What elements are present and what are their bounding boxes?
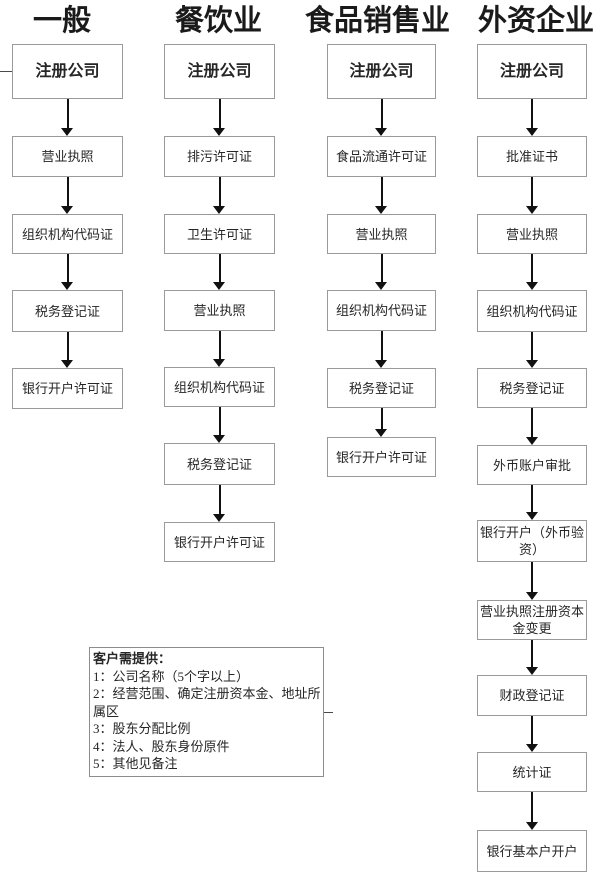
flow-arrow-line [531, 254, 533, 283]
flow-arrow-line [218, 407, 221, 436]
flow-box: 税务登记证 [12, 290, 123, 332]
flow-arrow-line [531, 640, 533, 668]
flow-arrow-line [531, 792, 533, 823]
flow-arrow-line [218, 331, 221, 360]
arrow-down-icon [213, 206, 225, 214]
arrow-down-icon [61, 282, 73, 290]
connector-stub-note [324, 712, 333, 713]
flow-box: 注册公司 [164, 44, 275, 99]
flow-box: 银行开户（外币验资） [477, 520, 587, 562]
arrow-down-icon [525, 667, 538, 675]
flow-box: 统计证 [477, 752, 587, 792]
flow-arrow-line [218, 177, 221, 207]
arrow-down-icon [525, 128, 538, 136]
flow-arrow-line [380, 254, 383, 283]
flow-box: 银行基本户开户 [477, 830, 587, 872]
flow-box: 银行开户许可证 [327, 437, 436, 477]
flow-box: 组织机构代码证 [164, 367, 275, 407]
flow-box: 注册公司 [12, 44, 123, 99]
arrow-down-icon [61, 206, 73, 214]
flow-arrow-line [218, 485, 221, 515]
arrow-down-icon [375, 128, 387, 136]
arrow-down-icon [61, 360, 73, 368]
flow-box: 营业执照 [327, 214, 436, 254]
arrow-down-icon [375, 206, 387, 214]
note-box: 客户需提供： 1：公司名称（5个字以上） 2：经营范围、确定注册资本金、地址所属区… [89, 647, 324, 777]
column-header: 外资企业 [478, 5, 595, 37]
note-item: 2：经营范围、确定注册资本金、地址所属区 [93, 686, 321, 719]
flow-box: 批准证书 [477, 136, 587, 177]
flow-box: 营业执照注册资本金变更 [477, 600, 587, 640]
flow-arrow-line [380, 408, 383, 430]
flow-arrow-line [531, 332, 533, 361]
flow-arrow-line [531, 485, 533, 513]
note-item: 1：公司名称（5个字以上） [93, 668, 250, 684]
flow-arrow-line [531, 99, 533, 129]
arrow-down-icon [525, 822, 538, 830]
flow-box: 营业执照 [164, 290, 275, 331]
arrow-down-icon [213, 514, 225, 522]
flow-box: 税务登记证 [327, 368, 436, 408]
flow-box: 注册公司 [477, 44, 587, 99]
arrow-down-icon [525, 744, 538, 752]
flow-arrow-line [531, 716, 533, 745]
arrow-down-icon [375, 429, 387, 437]
column-header: 一般 [33, 5, 92, 37]
arrow-down-icon [525, 206, 538, 214]
arrow-down-icon [525, 360, 538, 368]
arrow-down-icon [213, 359, 225, 367]
arrow-down-icon [213, 128, 225, 136]
note-item: 3：股东分配比例 [93, 721, 191, 736]
flow-arrow-line [531, 562, 533, 593]
flow-box: 组织机构代码证 [12, 214, 123, 254]
flow-arrow-line [218, 99, 221, 129]
flow-box: 组织机构代码证 [327, 290, 436, 331]
arrow-down-icon [375, 282, 387, 290]
arrow-down-icon [525, 282, 538, 290]
note-item: 5：其他见备注 [93, 756, 178, 771]
column-header: 食品销售业 [305, 5, 451, 37]
flow-arrow-line [218, 254, 221, 283]
arrow-down-icon [375, 360, 387, 368]
arrow-down-icon [525, 592, 538, 600]
flow-box: 排污许可证 [164, 136, 275, 177]
arrow-down-icon [525, 437, 538, 445]
flow-arrow-line [380, 99, 383, 129]
flow-box: 食品流通许可证 [327, 136, 436, 177]
flow-box: 卫生许可证 [164, 214, 275, 254]
flow-box: 税务登记证 [164, 443, 275, 485]
connector-stub-left [0, 71, 13, 72]
flow-box: 财政登记证 [477, 675, 587, 716]
note-item: 4：法人、股东身份原件 [93, 738, 230, 754]
flow-box: 注册公司 [327, 44, 436, 99]
arrow-down-icon [213, 282, 225, 290]
flow-arrow-line [66, 332, 69, 361]
flow-arrow-line [66, 177, 69, 207]
arrow-down-icon [525, 512, 538, 520]
arrow-down-icon [61, 128, 73, 136]
flow-arrow-line [380, 331, 383, 361]
note-item-list: 1：公司名称（5个字以上） 2：经营范围、确定注册资本金、地址所属区 3：股东分配比… [93, 668, 321, 773]
flow-box: 营业执照 [477, 214, 587, 254]
note-title: 客户需提供： [93, 651, 172, 666]
flow-arrow-line [531, 408, 533, 438]
flow-box: 税务登记证 [477, 368, 587, 408]
flow-box: 银行开户许可证 [12, 368, 123, 409]
flow-box: 银行开户许可证 [164, 522, 275, 562]
flow-arrow-line [380, 177, 383, 207]
flow-arrow-line [531, 177, 533, 207]
column-header: 餐饮业 [175, 5, 263, 37]
flow-arrow-line [66, 99, 69, 129]
flow-box: 营业执照 [12, 136, 123, 177]
arrow-down-icon [213, 435, 225, 443]
flow-arrow-line [66, 254, 69, 283]
flow-box: 组织机构代码证 [477, 290, 587, 332]
flow-box: 外币账户审批 [477, 445, 587, 485]
